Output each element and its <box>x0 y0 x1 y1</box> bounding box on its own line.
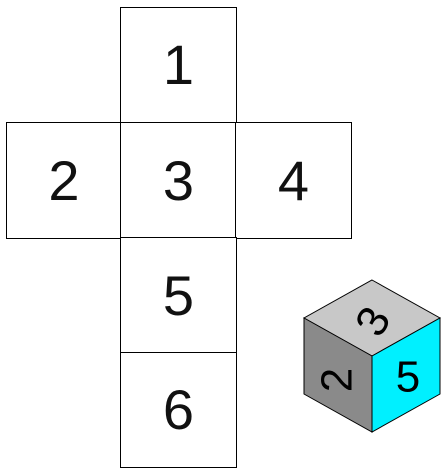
net-face-6-label: 6 <box>163 382 194 438</box>
net-face-5: 5 <box>120 237 237 354</box>
net-face-3-label: 3 <box>163 153 194 209</box>
net-face-2-label: 2 <box>48 153 79 209</box>
net-face-3: 3 <box>120 122 237 239</box>
net-face-2: 2 <box>6 122 122 239</box>
cube-right-label: 5 <box>396 353 420 402</box>
net-face-1-label: 1 <box>163 37 194 93</box>
net-face-5-label: 5 <box>163 268 194 324</box>
net-face-6: 6 <box>120 352 237 468</box>
net-face-4-label: 4 <box>278 153 309 209</box>
net-face-4: 4 <box>235 122 352 239</box>
cube-left-label: 2 <box>313 368 362 392</box>
net-face-1: 1 <box>120 7 237 123</box>
isometric-cube: 3 2 5 <box>300 276 442 434</box>
